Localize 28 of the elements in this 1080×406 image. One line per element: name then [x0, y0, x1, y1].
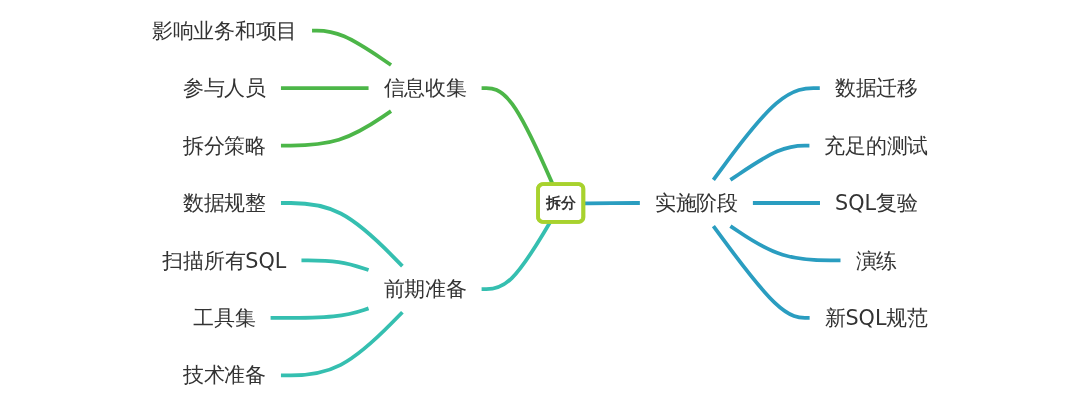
node-text: 影响业务和项目	[151, 18, 297, 43]
node-text: 新SQL规范	[824, 306, 928, 330]
node-text: 扫描所有SQL	[162, 248, 287, 273]
connector	[729, 143, 810, 182]
node-text: 数据迁移	[834, 76, 918, 100]
node-text: SQL复验	[835, 191, 918, 215]
node-text: 实施阶段	[654, 191, 738, 215]
node-text: 前期准备	[383, 277, 467, 301]
connector	[280, 201, 404, 268]
node-text: 充足的测试	[824, 133, 929, 158]
node-text: 拆分策略	[182, 133, 266, 158]
connector	[729, 224, 841, 263]
node-text: 信息收集	[383, 76, 467, 100]
connector	[301, 258, 370, 272]
node-text: 演练	[855, 248, 898, 273]
connector	[481, 221, 552, 292]
node-text: 技术准备	[182, 363, 266, 388]
node-text: 参与人员	[182, 76, 266, 100]
connector	[752, 201, 820, 205]
connector	[280, 86, 369, 90]
node-text: 工具集	[193, 306, 256, 330]
connector	[280, 109, 393, 148]
connector	[270, 306, 370, 320]
connector	[711, 86, 820, 182]
connector	[280, 310, 404, 378]
node-text: 数据规整	[182, 191, 266, 215]
connector	[711, 224, 810, 320]
connector	[312, 28, 393, 67]
